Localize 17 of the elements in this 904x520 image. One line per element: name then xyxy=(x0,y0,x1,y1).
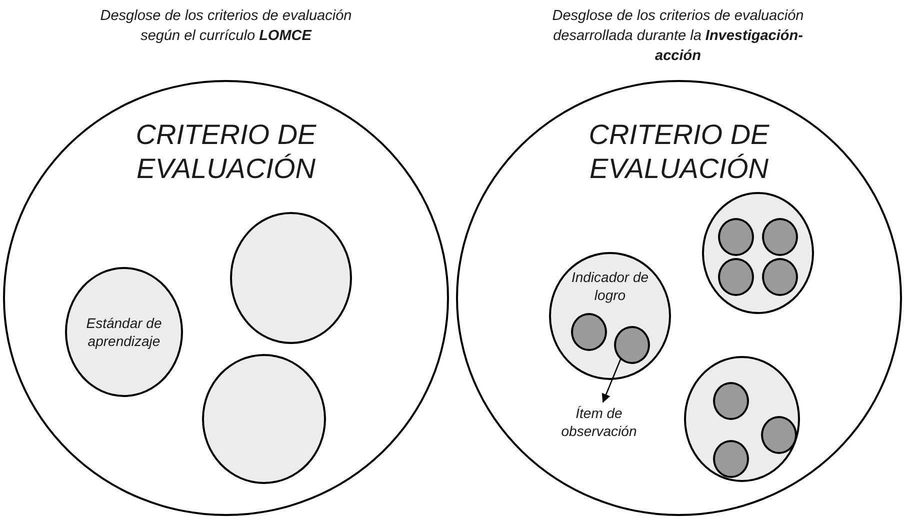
small-circle xyxy=(571,313,607,351)
small-circle xyxy=(718,258,754,296)
node-text: Ítem de observación xyxy=(560,404,638,440)
node-text: CRITERIO DE EVALUACIÓN xyxy=(588,118,770,186)
small-circle xyxy=(713,440,749,478)
small-circle xyxy=(718,218,754,256)
small-circle xyxy=(614,326,650,364)
node-text: CRITERIO DE EVALUACIÓN xyxy=(134,118,318,186)
arrow xyxy=(602,358,622,403)
node-text: Estándar de aprendizaje xyxy=(85,314,163,350)
small-circle xyxy=(713,382,749,420)
heading: Desglose de los criterios de evaluación según el currículo LOMCE xyxy=(99,7,353,46)
node-text: Indicador de logro xyxy=(570,268,650,304)
small-circle xyxy=(762,258,798,296)
small-circle xyxy=(762,218,798,256)
heading: Desglose de los criterios de evaluación desarrollada durante la Investigación-acción xyxy=(551,7,805,66)
small-circle xyxy=(761,416,797,454)
